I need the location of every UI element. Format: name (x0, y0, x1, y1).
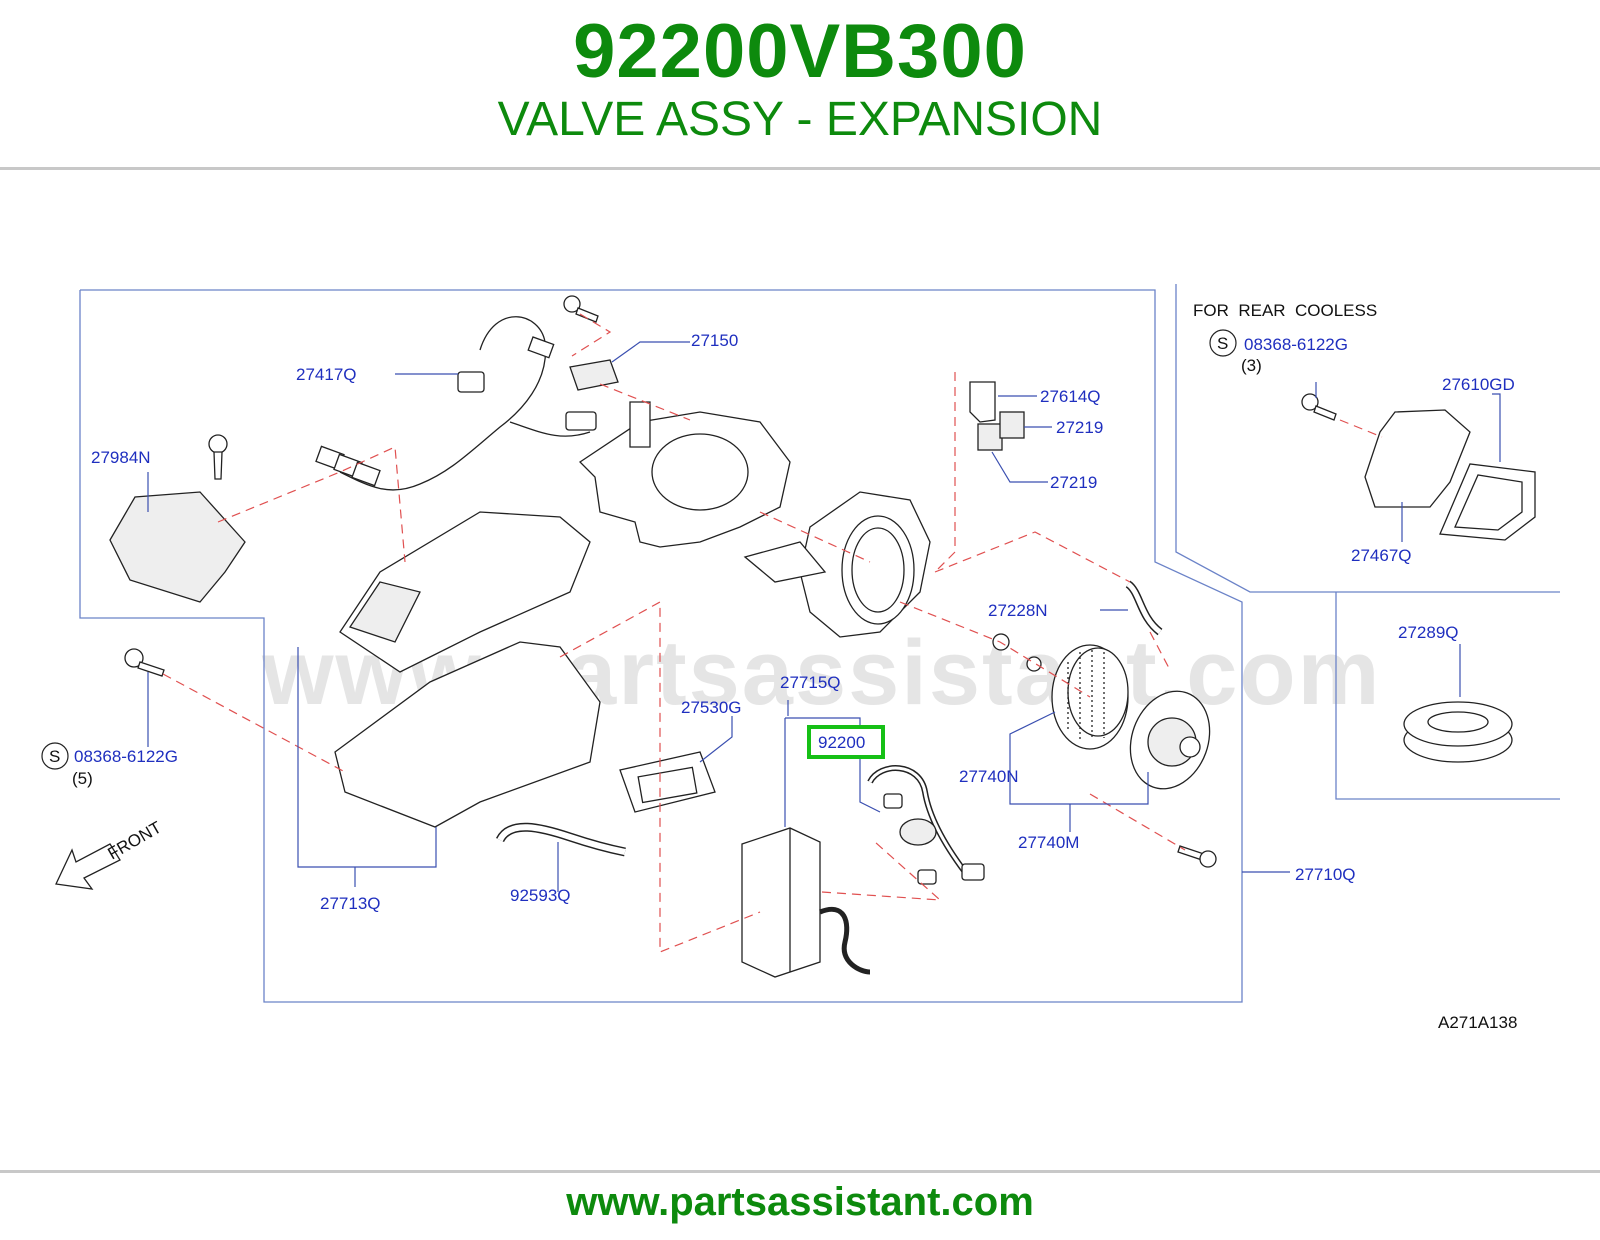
callout-92593Q[interactable]: 92593Q (510, 886, 571, 905)
callout-27219-b[interactable]: 27219 (1050, 473, 1097, 492)
page-header: 92200VB300 VALVE ASSY - EXPANSION (0, 0, 1600, 168)
callout-27614Q[interactable]: 27614Q (1040, 387, 1101, 406)
front-label: FRONT (105, 818, 165, 864)
symbol-s-right: S (1209, 329, 1237, 357)
bracket-27150-part (569, 359, 619, 391)
screw-27984N-part (208, 434, 228, 480)
header-divider (0, 167, 1600, 170)
part-number-title: 92200VB300 (573, 9, 1027, 94)
highlighted-part-box[interactable] (807, 725, 885, 759)
blower-case-upper-part (578, 401, 791, 548)
blower-motor-part (1129, 690, 1211, 790)
rear-cooless-outline (1175, 284, 1560, 593)
duct-27984N-part (109, 491, 246, 603)
relay-bracket-part (969, 381, 1025, 451)
callout-27710Q[interactable]: 27710Q (1295, 865, 1356, 884)
assembly-outline (79, 289, 1243, 1003)
callout-27417Q[interactable]: 27417Q (296, 365, 357, 384)
footer-divider (0, 1170, 1600, 1173)
svg-text:S: S (49, 747, 60, 766)
footer-url-link[interactable]: www.partsassistant.com (566, 1180, 1034, 1224)
front-arrow-icon: FRONT (55, 818, 165, 890)
callout-27715Q[interactable]: 27715Q (780, 673, 841, 692)
callout-27713Q[interactable]: 27713Q (320, 894, 381, 913)
leader-lines (147, 341, 1501, 892)
callout-27150[interactable]: 27150 (691, 331, 738, 350)
callout-27289Q[interactable]: 27289Q (1398, 623, 1459, 642)
rear-cooless-bolt-part (1301, 393, 1337, 421)
svg-text:S: S (1217, 334, 1228, 353)
cover-plate-27467Q-part (1364, 409, 1471, 508)
callout-27228N[interactable]: 27228N (988, 601, 1048, 620)
grommet-27289Q-part (1403, 701, 1513, 763)
rear-cooless-inner-box (1335, 592, 1560, 800)
bracket-27530G-part (619, 751, 716, 813)
blower-housing-part (743, 491, 931, 638)
callout-08368-6122G-left[interactable]: 08368-6122G (74, 747, 178, 766)
part-description: VALVE ASSY - EXPANSION (497, 93, 1103, 146)
callout-27219-a[interactable]: 27219 (1056, 418, 1103, 437)
diagram-code: A271A138 (1438, 1013, 1517, 1032)
callout-27467Q[interactable]: 27467Q (1351, 546, 1412, 565)
callout-27984N[interactable]: 27984N (91, 448, 151, 467)
callout-92200[interactable]: 92200 (818, 733, 865, 752)
connector-27228N-part (1125, 580, 1163, 636)
symbol-s-left: S (41, 742, 69, 770)
callout-27740N[interactable]: 27740N (959, 767, 1019, 786)
callout-08368-6122G-right[interactable]: 08368-6122G (1244, 335, 1348, 354)
assembly-dashed-lines (162, 313, 1383, 953)
bolt-top-part (563, 295, 599, 323)
expansion-valve-part (867, 765, 985, 885)
callout-27530G[interactable]: 27530G (681, 698, 742, 717)
callout-27740M[interactable]: 27740M (1018, 833, 1079, 852)
heater-case-part (334, 511, 601, 828)
parts-diagram: www.partsassistant.com (41, 284, 1560, 1032)
bolt-left-part (124, 648, 165, 677)
callout-qty-right: (3) (1241, 356, 1262, 375)
gasket-27610GD-part (1439, 463, 1536, 541)
drain-hose-part (495, 822, 626, 857)
callout-qty-left: (5) (72, 769, 93, 788)
wiring-harness-part (315, 316, 597, 491)
callout-27610GD[interactable]: 27610GD (1442, 375, 1515, 394)
rear-cooless-title: FOR REAR COOLESS (1193, 301, 1377, 320)
evaporator-part (741, 827, 871, 978)
